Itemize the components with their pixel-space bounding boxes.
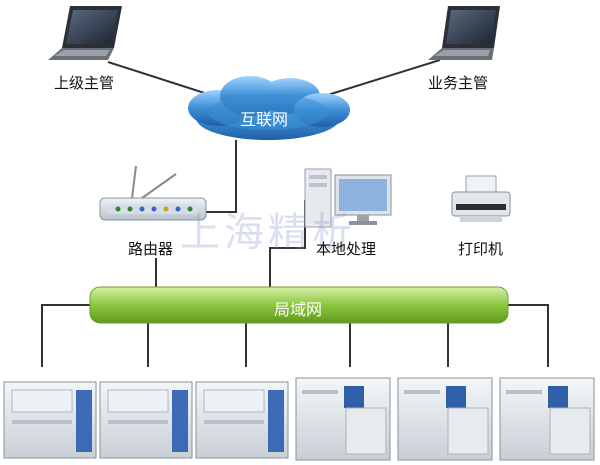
link-upper-supervisor-internet <box>107 61 221 99</box>
lan-bar <box>89 286 509 324</box>
watermark: 上海精析 <box>180 210 356 256</box>
laptop-icon <box>48 6 122 60</box>
laptop-icon <box>428 6 500 60</box>
router-icon <box>99 165 207 221</box>
label-internet: 互联网 <box>240 110 289 129</box>
gc-instrument-icon <box>295 377 391 461</box>
gc-instrument-icon <box>99 381 193 459</box>
label-lan: 局域网 <box>274 300 323 319</box>
instruments <box>3 377 595 461</box>
computer-icon <box>304 168 392 228</box>
label-business-supervisor: 业务主管 <box>428 74 489 92</box>
gc-instrument-icon <box>499 377 595 461</box>
label-local-processing: 本地处理 <box>316 240 377 258</box>
link-business-supervisor-internet <box>317 59 441 99</box>
link-internet-router <box>205 140 237 213</box>
label-router: 路由器 <box>128 240 174 258</box>
label-upper-supervisor: 上级主管 <box>54 74 115 92</box>
gc-instrument-icon <box>195 381 289 459</box>
gc-instrument-icon <box>397 377 493 461</box>
cloud-icon <box>188 76 350 140</box>
label-printer: 打印机 <box>458 240 504 258</box>
printer-icon <box>451 175 511 222</box>
gc-instrument-icon <box>3 381 97 459</box>
